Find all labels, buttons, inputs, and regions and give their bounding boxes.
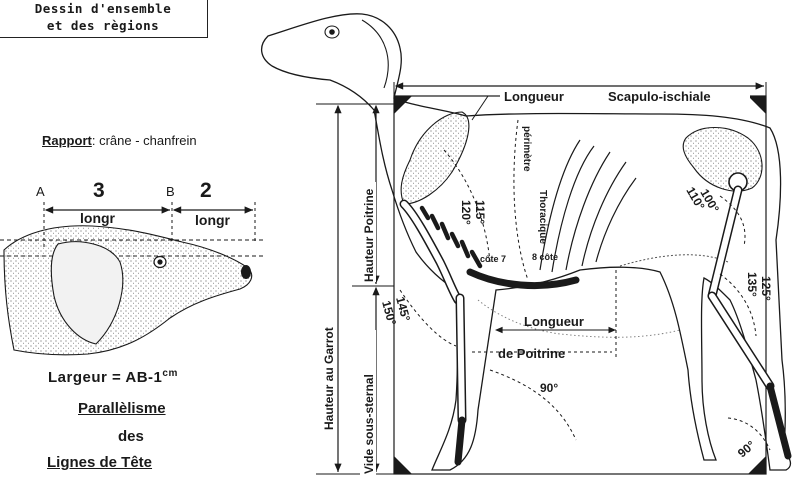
vide-sous-sternal-label: Vide sous-sternal	[362, 374, 376, 474]
frame-corner-bl	[394, 456, 412, 474]
des-caption: des	[118, 428, 144, 445]
lignes-caption: Lignes de Tête	[47, 454, 152, 471]
head-study: A B 3 2 longr longr	[0, 179, 265, 355]
long-label-muzzle: longr	[195, 212, 231, 228]
ratio-muzzle: 2	[200, 179, 212, 202]
sternum	[470, 272, 576, 286]
cote8-label: 8 côte	[532, 252, 558, 262]
longueur-poitrine-label-1: Longueur	[524, 314, 584, 329]
front-90-arc	[490, 370, 576, 440]
long-label-skull: longr	[80, 210, 116, 226]
dog-eye-pupil	[329, 29, 335, 35]
marker-b: B	[166, 184, 175, 199]
angle-135: 135°	[745, 272, 759, 297]
dog-diagram: Longueur Scapulo-ischiale périmètre Thor…	[262, 14, 791, 476]
angle-120: 120°	[459, 200, 473, 225]
scapulo-leader	[472, 96, 488, 120]
scapula	[401, 112, 469, 204]
angle-90-rear: 90°	[735, 438, 758, 461]
head-profile	[4, 226, 252, 355]
scapulo-ischiale-label: Scapulo-ischiale	[608, 89, 711, 104]
cote7-label: côte 7	[480, 254, 506, 264]
largeur-unit: cm	[162, 368, 177, 379]
head-nose	[241, 265, 251, 279]
scapulo-longueur-label: Longueur	[504, 89, 564, 104]
belly-fringe	[620, 255, 728, 266]
angle-125: 125°	[759, 276, 773, 301]
angle-90-front: 90°	[540, 381, 558, 395]
metacarpus	[458, 420, 462, 462]
radius	[460, 298, 462, 420]
thoracique-label: Thoracique	[537, 190, 548, 244]
dog-ear	[362, 20, 388, 88]
dog-outline	[262, 14, 791, 470]
pelvis	[683, 128, 762, 192]
marker-a: A	[36, 184, 45, 199]
largeur-formula: Largeur = AB-1	[48, 369, 162, 386]
frame-corner-br	[748, 456, 766, 474]
ratio-skull: 3	[93, 179, 105, 202]
tibia	[712, 296, 770, 386]
perimetre-label: périmètre	[521, 126, 532, 172]
head-eye-pupil	[157, 259, 162, 264]
longueur-poitrine-label-2: de Poitrine	[498, 346, 565, 361]
angle-115: 115°	[473, 200, 487, 224]
parallelisme-caption: Parallèlisme	[78, 400, 166, 417]
frame-corner-tr	[748, 96, 766, 114]
largeur-caption: Largeur = AB-1cm	[48, 368, 178, 386]
hauteur-garrot-label: Hauteur au Garrot	[322, 327, 336, 430]
hauteur-poitrine-label: Hauteur Poitrine	[362, 188, 376, 282]
